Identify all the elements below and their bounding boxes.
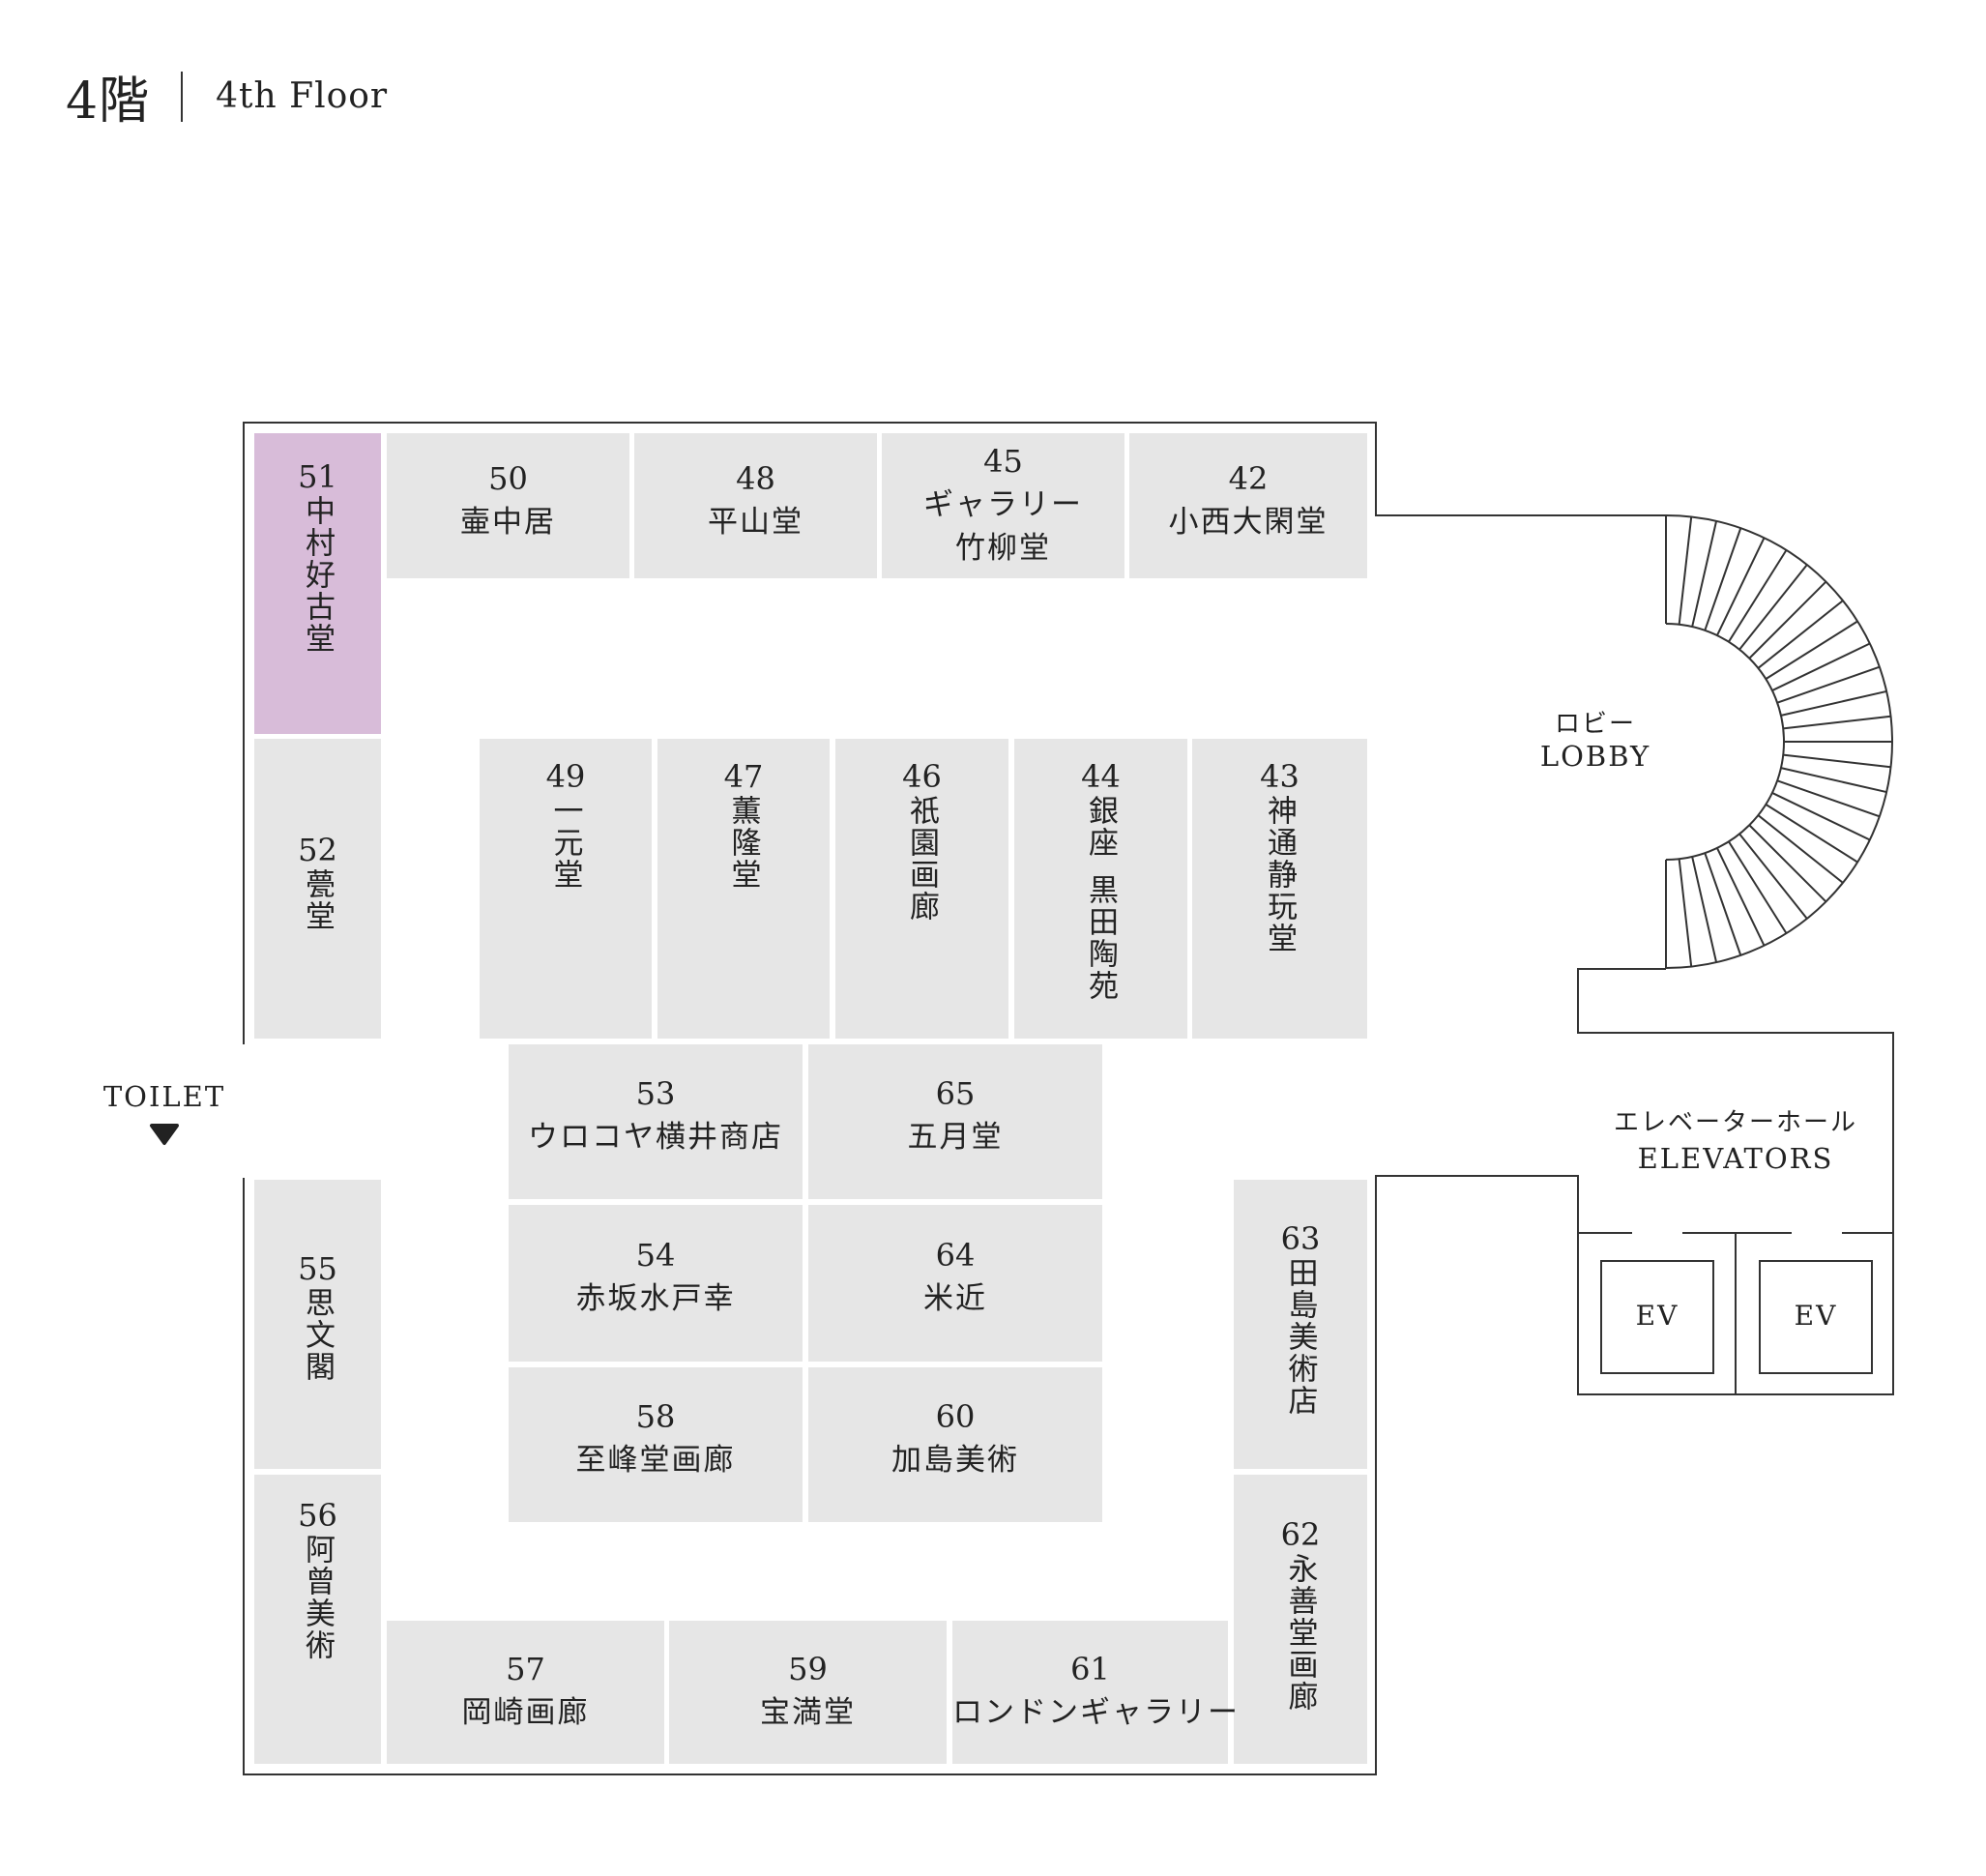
booth-44-label[interactable]: 44 銀座 黒田陶苑 — [1081, 758, 1121, 1002]
booth-62-label[interactable]: 62 永善堂画廊 — [1280, 1516, 1321, 1713]
booth-42-label[interactable]: 42 小西大閑堂 — [1168, 460, 1329, 540]
booth-64 — [808, 1205, 1102, 1362]
stair-step — [1771, 792, 1871, 841]
booth-51-label[interactable]: 51 中村好古堂 — [298, 458, 337, 655]
booth-58 — [509, 1367, 803, 1522]
booth-54 — [509, 1205, 803, 1362]
booth-59-label[interactable]: 59 宝満堂 — [760, 1651, 856, 1730]
booth-45-label[interactable]: 45 ギャラリー 竹柳堂 — [923, 443, 1083, 566]
booth-53 — [509, 1044, 803, 1199]
elevator-1 — [1600, 1260, 1714, 1374]
elevator-2-label[interactable]: EV — [1794, 1300, 1838, 1332]
booth-45 — [882, 433, 1124, 578]
stair-step — [1783, 715, 1891, 730]
floor-title-jp: 4階 — [66, 73, 151, 131]
stair-step — [1716, 847, 1766, 947]
booth-49 — [480, 739, 652, 1039]
stair-step — [1738, 833, 1808, 920]
booth-53-label[interactable]: 53 ウロコヤ横井商店 — [528, 1075, 783, 1155]
stair-step — [1678, 516, 1693, 625]
elevator-1-label[interactable]: EV — [1635, 1300, 1679, 1332]
booth-52-label[interactable]: 52 甍堂 — [298, 832, 337, 932]
booth-56 — [254, 1475, 381, 1764]
stair-step — [1771, 642, 1871, 691]
booth-59 — [669, 1621, 947, 1764]
booth-65-label[interactable]: 65 五月堂 — [907, 1075, 1004, 1155]
booth-62 — [1234, 1475, 1367, 1764]
booth-52 — [254, 739, 381, 1039]
stair-step — [1780, 689, 1887, 717]
booth-47 — [657, 739, 830, 1039]
elevator-2 — [1759, 1260, 1873, 1374]
booth-63-label[interactable]: 63 田島美術店 — [1280, 1220, 1321, 1417]
booth-48 — [634, 433, 877, 578]
toilet-arrow-icon — [150, 1124, 179, 1145]
stair-step — [1783, 753, 1891, 769]
booth-48-label[interactable]: 48 平山堂 — [708, 460, 803, 540]
elevator-hall-label: エレベーターホール ELEVATORS — [1613, 1108, 1857, 1175]
booth-50-label[interactable]: 50 壷中居 — [460, 460, 556, 540]
stair-step — [1728, 549, 1788, 643]
stair-step — [1765, 804, 1858, 864]
booth-54-label[interactable]: 54 赤坂水戸幸 — [575, 1237, 736, 1316]
staircase — [1665, 514, 1893, 969]
stair-step — [1716, 537, 1766, 636]
booth-43 — [1192, 739, 1367, 1039]
stair-step — [1757, 600, 1844, 669]
booth-65 — [808, 1044, 1102, 1199]
stair-step — [1691, 856, 1718, 963]
stair-step — [1776, 779, 1881, 818]
stair-step — [1704, 852, 1742, 956]
stair-step — [1776, 665, 1881, 704]
booth-64-label[interactable]: 64 米近 — [923, 1237, 987, 1316]
stair-step — [1728, 840, 1788, 934]
booth-50 — [387, 433, 629, 578]
floor-header: 4階 4th Floor — [66, 60, 388, 132]
stair-step — [1738, 564, 1808, 651]
stair-step — [1780, 767, 1887, 794]
floor-title-en: 4th Floor — [216, 76, 389, 116]
lobby-label: ロビー LOBBY — [1539, 710, 1651, 773]
booth-61 — [952, 1621, 1228, 1764]
booth-42 — [1129, 433, 1367, 578]
stair-step — [1704, 527, 1742, 631]
stair-step — [1678, 859, 1693, 967]
booth-43-label[interactable]: 43 神通静玩堂 — [1260, 758, 1300, 954]
booth-49-label[interactable]: 49 一元堂 — [545, 758, 586, 891]
stair-step — [1757, 814, 1844, 884]
booth-46 — [835, 739, 1008, 1039]
booth-57-label[interactable]: 57 岡崎画廊 — [461, 1651, 590, 1730]
header-divider — [181, 71, 184, 122]
stair-step — [1691, 520, 1718, 628]
booth-55 — [254, 1180, 381, 1469]
stair-step — [1748, 580, 1827, 660]
booth-60-label[interactable]: 60 加島美術 — [891, 1398, 1019, 1478]
booth-55-label[interactable]: 55 思文閣 — [298, 1250, 337, 1383]
booth-63 — [1234, 1180, 1367, 1469]
booth-58-label[interactable]: 58 至峰堂画廊 — [575, 1398, 736, 1478]
stair-step — [1765, 620, 1858, 680]
booth-57 — [387, 1621, 664, 1764]
hall-outline — [243, 422, 1894, 1775]
stair-step — [1748, 824, 1827, 903]
booth-56-label[interactable]: 56 阿曾美術 — [298, 1497, 337, 1661]
toilet-label[interactable]: TOILET — [102, 1080, 226, 1113]
stair-inner-arc — [1665, 623, 1785, 861]
booth-51 — [254, 433, 381, 734]
booth-60 — [808, 1367, 1102, 1522]
booth-46-label[interactable]: 46 祇園画廊 — [902, 758, 942, 923]
booth-47-label[interactable]: 47 薫隆堂 — [723, 758, 764, 891]
booth-61-label[interactable]: 61 ロンドンギャラリー — [952, 1651, 1240, 1730]
booth-44 — [1014, 739, 1187, 1039]
